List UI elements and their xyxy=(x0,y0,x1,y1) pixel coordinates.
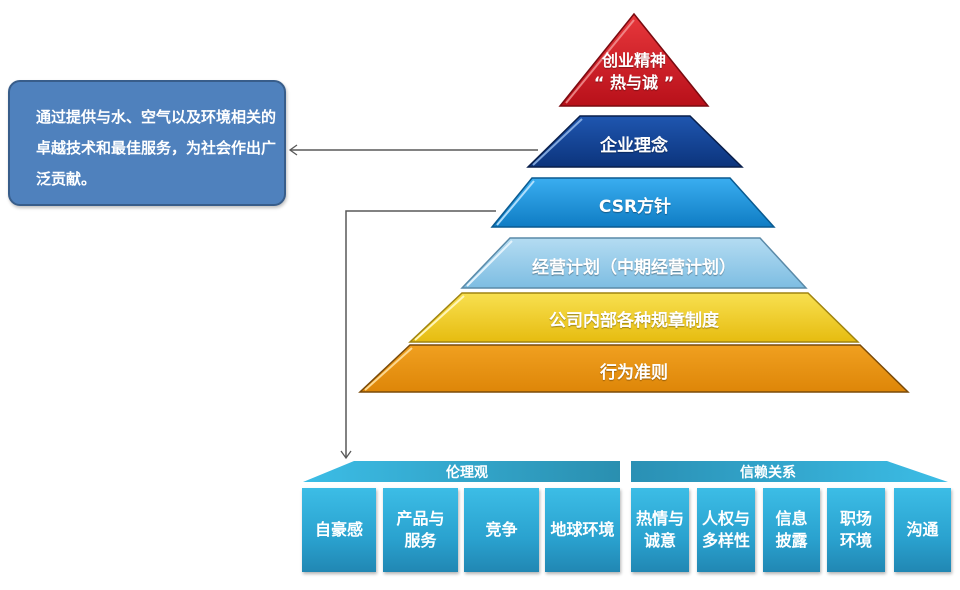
mission-callout: 通过提供与水、空气以及环境相关的卓越技术和最佳服务，为社会作出广泛贡献。 xyxy=(8,80,286,206)
pyramid-level-csr-policy xyxy=(490,177,776,228)
pyramid-label-csr-policy: CSR方针 xyxy=(598,197,672,217)
connector-csr-to-groups xyxy=(345,210,496,458)
pyramid-level-corporate-philosophy xyxy=(526,115,744,168)
mission-text: 通过提供与水、空气以及环境相关的卓越技术和最佳服务，为社会作出广泛贡献。 xyxy=(36,108,277,188)
pyramid-label-business-plan: 经营计划（中期经营计划） xyxy=(532,258,736,278)
group-band-ethics xyxy=(303,461,620,482)
founding-spirit-subtitle: “ 热与诚 ” xyxy=(593,73,675,92)
arrowhead-left-icon xyxy=(288,144,298,156)
tile-label: 产品与 服务 xyxy=(396,509,445,550)
pyramid-label-code-of-conduct: 行为准则 xyxy=(600,363,668,383)
group-title-trust: 信赖关系 xyxy=(740,465,796,481)
tile-competition: 竞争 xyxy=(464,488,539,572)
tile-workplace-environment: 职场 环境 xyxy=(827,488,885,572)
tile-label: 职场 环境 xyxy=(839,509,872,550)
tile-passion-sincerity: 热情与 诚意 xyxy=(631,488,689,572)
tile-label: 竞争 xyxy=(485,520,518,539)
tile-label: 信息 披露 xyxy=(775,509,808,550)
tile-label: 地球环境 xyxy=(550,520,615,539)
arrowhead-down-icon xyxy=(340,450,352,460)
pyramid-level-code-of-conduct xyxy=(358,344,910,393)
founding-spirit-title: 创业精神 xyxy=(601,51,666,70)
group-title-ethics: 伦理观 xyxy=(446,465,488,481)
tile-global-environment: 地球环境 xyxy=(545,488,620,572)
tile-label: 人权与 多样性 xyxy=(701,509,750,550)
pyramid-level-internal-rules xyxy=(408,292,860,343)
tile-communication: 沟通 xyxy=(894,488,951,572)
tile-products-services: 产品与 服务 xyxy=(383,488,458,572)
tile-human-rights-diversity: 人权与 多样性 xyxy=(697,488,755,572)
tile-pride: 自豪感 xyxy=(302,488,376,572)
pyramid-level-founding-spirit xyxy=(558,12,710,107)
pyramid-label-founding-spirit: 创业精神 “ 热与诚 ” xyxy=(574,50,694,94)
tile-label: 热情与 诚意 xyxy=(635,509,684,550)
tile-label: 自豪感 xyxy=(314,520,363,539)
tile-label: 沟通 xyxy=(906,520,939,539)
tile-information-disclosure: 信息 披露 xyxy=(763,488,820,572)
pyramid-level-business-plan xyxy=(460,237,808,289)
pyramid-label-internal-rules: 公司内部各种规章制度 xyxy=(549,311,719,331)
group-band-trust xyxy=(631,461,948,482)
pyramid-label-corporate-philosophy: 企业理念 xyxy=(600,136,668,156)
